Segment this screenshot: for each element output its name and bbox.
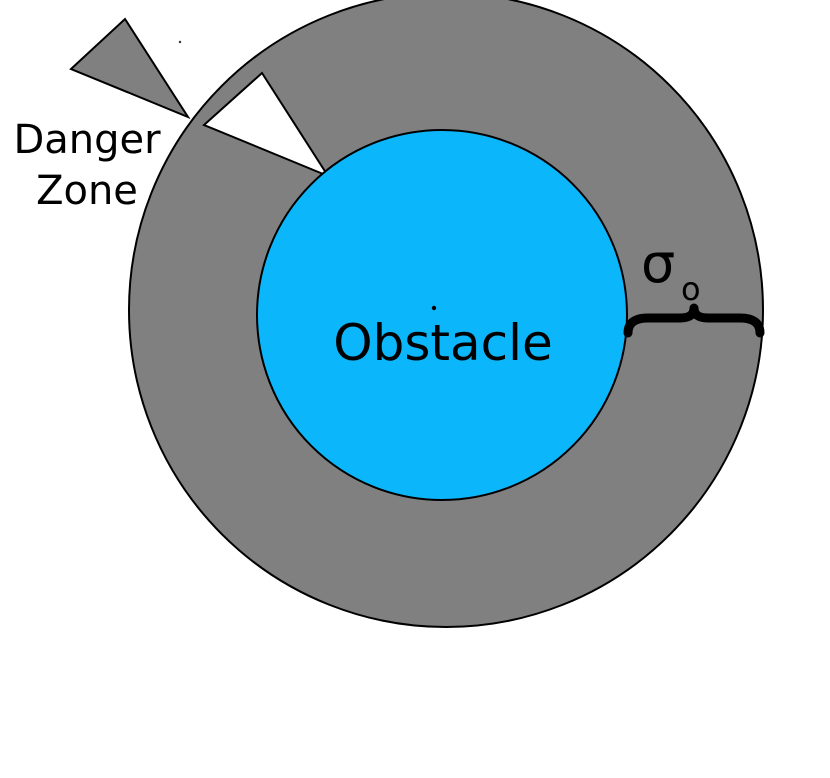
obstacle-circle — [256, 129, 628, 501]
sigma-subscript: o — [681, 270, 701, 308]
obstacle-center-dot — [431, 305, 437, 311]
danger-zone-cutout — [202, 71, 331, 179]
stray-dot — [178, 40, 182, 44]
danger-zone-label-line2: Zone — [36, 168, 138, 214]
danger-zone-label-line1: Danger — [13, 117, 161, 163]
obstacle-label: Obstacle — [333, 314, 553, 372]
sigma-label: σ — [641, 232, 675, 295]
sigma-brace — [623, 303, 765, 338]
danger-zone-wedge — [69, 17, 191, 120]
